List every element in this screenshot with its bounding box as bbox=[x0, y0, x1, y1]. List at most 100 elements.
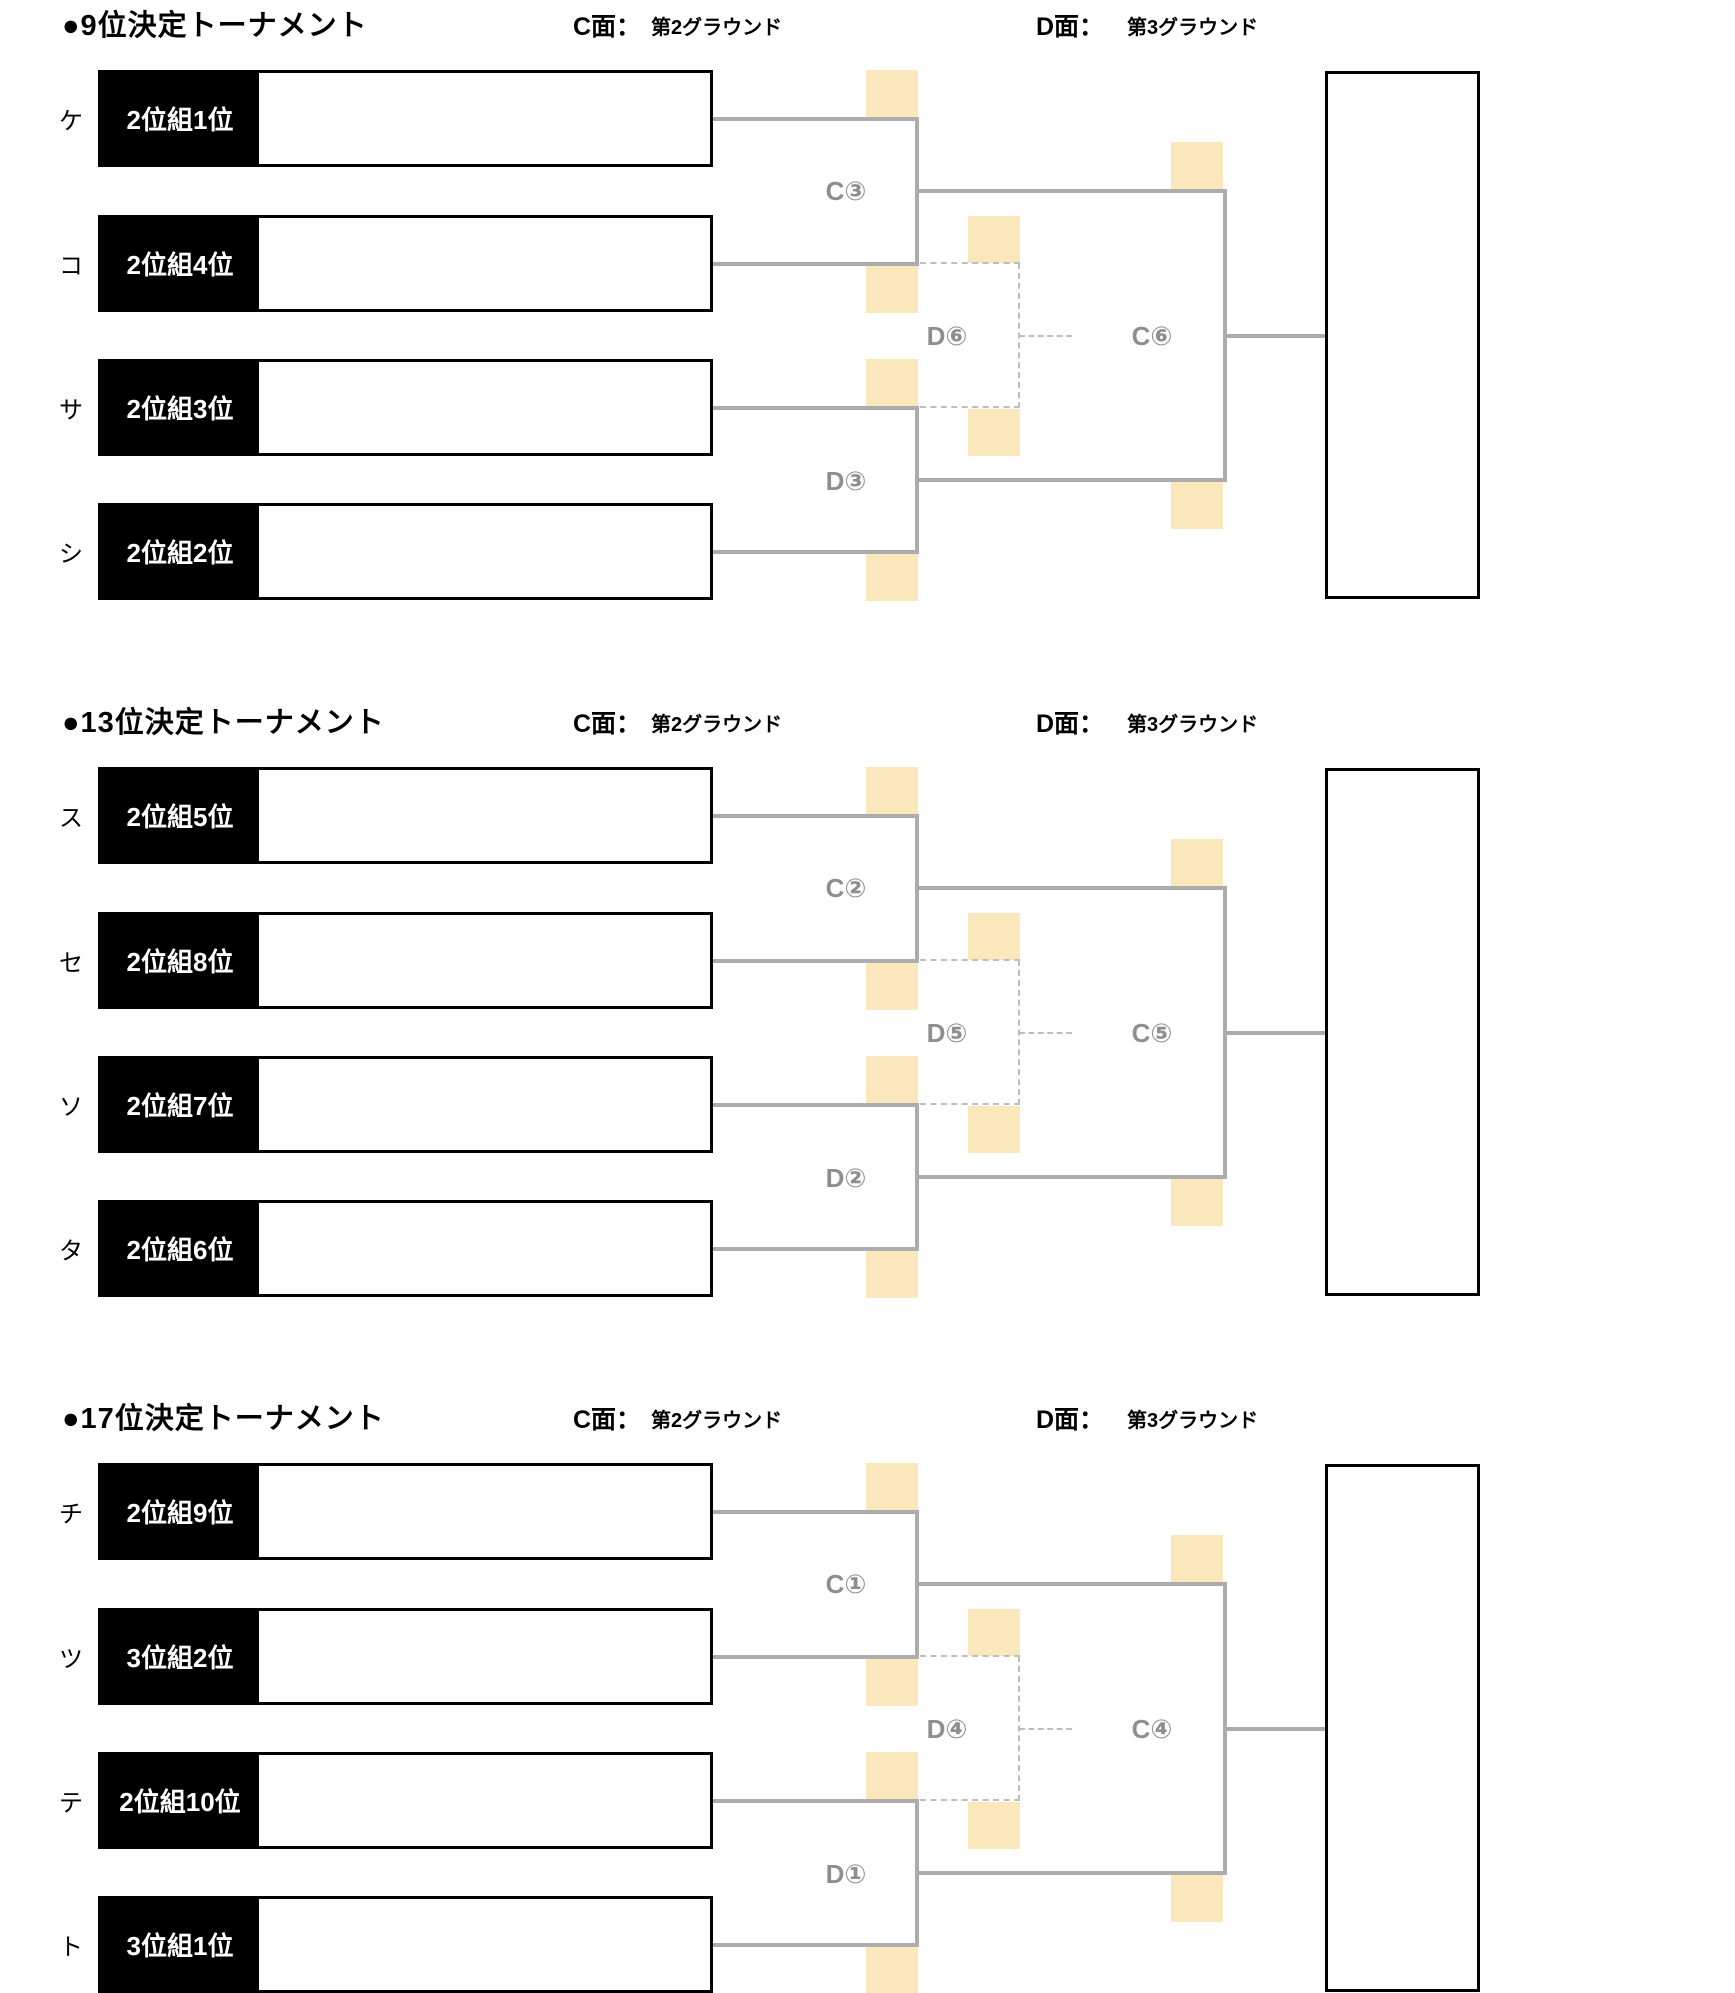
match-label-consolation: D⑤ bbox=[926, 1018, 968, 1048]
match-label-bottom: D③ bbox=[825, 466, 867, 496]
connector-line bbox=[1223, 1031, 1325, 1035]
dashed-line bbox=[1019, 335, 1072, 337]
entry-slot: 2位組7位 bbox=[98, 1056, 713, 1153]
entry-slot: 2位組8位 bbox=[98, 912, 713, 1009]
highlight-rect bbox=[866, 554, 918, 601]
court-d-value: 第3グラウンド bbox=[1127, 714, 1259, 736]
court-c-value: 第2グラウンド bbox=[651, 714, 783, 736]
connector-line bbox=[713, 1655, 919, 1659]
highlight-rect bbox=[866, 1056, 918, 1103]
row-letter: テ bbox=[59, 1790, 83, 1817]
seed-label: 2位組9位 bbox=[101, 1466, 259, 1557]
highlight-rect bbox=[968, 409, 1020, 456]
highlight-rect bbox=[968, 913, 1020, 960]
row-letter: サ bbox=[59, 397, 83, 424]
highlight-rect bbox=[866, 70, 918, 117]
highlight-rect bbox=[866, 1463, 918, 1510]
row-letter: ケ bbox=[59, 108, 83, 135]
highlight-rect bbox=[968, 1106, 1020, 1153]
winner-slot bbox=[1325, 71, 1480, 599]
match-label-final: C⑥ bbox=[1131, 321, 1173, 351]
court-c-label: C面： bbox=[573, 710, 642, 738]
court-c-label: C面： bbox=[573, 1406, 642, 1434]
entry-slot: 3位組1位 bbox=[98, 1896, 713, 1993]
connector-line bbox=[915, 1871, 1227, 1875]
seed-label: 3位組2位 bbox=[101, 1611, 259, 1702]
match-label-top: C① bbox=[825, 1569, 867, 1599]
highlight-rect bbox=[866, 266, 918, 313]
row-letter: ソ bbox=[59, 1094, 83, 1121]
court-c-value: 第2グラウンド bbox=[651, 17, 783, 39]
connector-line bbox=[713, 814, 919, 818]
dashed-line bbox=[920, 1655, 1020, 1657]
bracket-title: ●13位決定トーナメント bbox=[62, 707, 385, 739]
connector-line bbox=[713, 406, 919, 410]
seed-label: 2位組1位 bbox=[101, 73, 259, 164]
dashed-line bbox=[1019, 1032, 1072, 1034]
entry-slot: 3位組2位 bbox=[98, 1608, 713, 1705]
connector-line bbox=[915, 1582, 1227, 1586]
highlight-rect bbox=[866, 1659, 918, 1706]
row-letter: ス bbox=[59, 805, 83, 832]
entry-slot: 2位組9位 bbox=[98, 1463, 713, 1560]
bracket-title: ●9位決定トーナメント bbox=[62, 10, 368, 42]
highlight-rect bbox=[866, 767, 918, 814]
highlight-rect bbox=[968, 1609, 1020, 1656]
row-letter: チ bbox=[59, 1501, 83, 1528]
connector-line bbox=[915, 189, 1227, 193]
connector-line bbox=[713, 117, 919, 121]
connector-line bbox=[713, 1103, 919, 1107]
row-letter: タ bbox=[59, 1238, 83, 1265]
highlight-rect bbox=[866, 963, 918, 1010]
row-letter: ト bbox=[59, 1934, 83, 1961]
highlight-rect bbox=[1171, 1875, 1223, 1922]
highlight-rect bbox=[1171, 142, 1223, 189]
connector-line bbox=[713, 550, 919, 554]
connector-line bbox=[1223, 334, 1325, 338]
winner-slot bbox=[1325, 1464, 1480, 1992]
entry-slot: 2位組6位 bbox=[98, 1200, 713, 1297]
entry-slot: 2位組3位 bbox=[98, 359, 713, 456]
dashed-line bbox=[920, 1103, 1020, 1105]
dashed-line bbox=[920, 1799, 1020, 1801]
connector-line bbox=[915, 1175, 1227, 1179]
highlight-rect bbox=[866, 1947, 918, 1993]
seed-label: 2位組3位 bbox=[101, 362, 259, 453]
connector-line bbox=[713, 959, 919, 963]
seed-label: 2位組10位 bbox=[101, 1755, 259, 1846]
winner-slot bbox=[1325, 768, 1480, 1296]
highlight-rect bbox=[1171, 1179, 1223, 1226]
highlight-rect bbox=[1171, 839, 1223, 886]
connector-line bbox=[915, 886, 1227, 890]
highlight-rect bbox=[1171, 1535, 1223, 1582]
seed-label: 2位組6位 bbox=[101, 1203, 259, 1294]
court-d-label: D面： bbox=[1036, 1406, 1105, 1434]
dashed-line bbox=[920, 406, 1020, 408]
row-letter: シ bbox=[59, 541, 83, 568]
entry-slot: 2位組2位 bbox=[98, 503, 713, 600]
court-d-label: D面： bbox=[1036, 13, 1105, 41]
seed-label: 2位組7位 bbox=[101, 1059, 259, 1150]
dashed-line bbox=[1019, 1728, 1072, 1730]
seed-label: 3位組1位 bbox=[101, 1899, 259, 1990]
bracket-title: ●17位決定トーナメント bbox=[62, 1403, 385, 1435]
connector-line bbox=[1223, 1727, 1325, 1731]
entry-slot: 2位組1位 bbox=[98, 70, 713, 167]
seed-label: 2位組5位 bbox=[101, 770, 259, 861]
match-label-top: C② bbox=[825, 873, 867, 903]
court-c-value: 第2グラウンド bbox=[651, 1410, 783, 1432]
court-d-label: D面： bbox=[1036, 710, 1105, 738]
match-label-consolation: D④ bbox=[926, 1714, 968, 1744]
entry-slot: 2位組10位 bbox=[98, 1752, 713, 1849]
court-c-label: C面： bbox=[573, 13, 642, 41]
seed-label: 2位組4位 bbox=[101, 218, 259, 309]
match-label-top: C③ bbox=[825, 176, 867, 206]
highlight-rect bbox=[1171, 482, 1223, 529]
connector-line bbox=[713, 1943, 919, 1947]
highlight-rect bbox=[866, 1752, 918, 1799]
row-letter: セ bbox=[59, 950, 83, 977]
match-label-consolation: D⑥ bbox=[926, 321, 968, 351]
